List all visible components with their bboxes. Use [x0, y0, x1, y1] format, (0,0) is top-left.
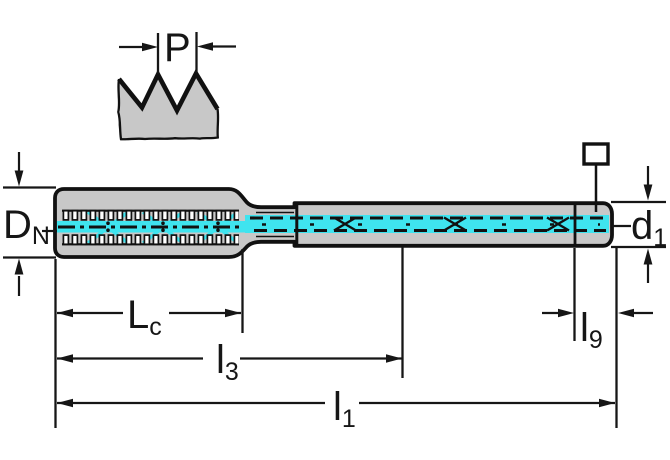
dn-bottom-arrow [14, 258, 24, 275]
thread-profile-crest-outline [117, 68, 220, 116]
l1-label: l1 [333, 385, 356, 433]
dimension-l1: l1 [57, 385, 615, 433]
lc-left-arrow [57, 308, 73, 318]
dn-top-arrow [14, 170, 24, 187]
square-drive-icon [582, 142, 610, 166]
lc-right-arrow [225, 308, 241, 318]
l3-left-arrow [57, 354, 73, 363]
d1-top-arrow [643, 184, 653, 201]
l9-left-arrow [558, 308, 574, 318]
helix-crossings-shank [333, 216, 570, 232]
dimension-pitch: P [119, 26, 236, 74]
thread-profile-break-edges [117, 78, 220, 141]
dimension-dn: DN [3, 152, 57, 296]
thread-teeth-lower-band [62, 232, 239, 246]
l3-right-arrow [386, 354, 402, 363]
thread-profile-detail: P [117, 26, 236, 141]
thread-centerline-dots [106, 221, 220, 232]
d1-label: d1 [631, 204, 667, 252]
lc-label: Lc [127, 293, 162, 341]
thread-teeth-upper-band [62, 209, 239, 223]
dn-label: DN [3, 203, 50, 250]
dimension-d1: d1 [611, 166, 667, 283]
dimension-l9: l9 [542, 306, 653, 354]
l1-right-arrow [599, 398, 615, 408]
l3-label: l3 [216, 338, 239, 386]
pitch-left-arrow [142, 42, 158, 52]
l9-right-arrow [618, 308, 634, 318]
pitch-right-arrow [197, 42, 213, 51]
d1-bottom-arrow [643, 248, 653, 265]
square-drive-symbol [582, 142, 610, 212]
dimension-l3: l3 [57, 338, 402, 386]
pitch-label: P [164, 26, 191, 70]
tap-body [53, 187, 614, 259]
dimension-lc: Lc [57, 293, 241, 341]
thread-profile-fill [117, 73, 219, 140]
extension-lines [54, 247, 618, 428]
l1-left-arrow [57, 398, 73, 408]
centerline-dashes [58, 216, 606, 233]
l9-label: l9 [580, 306, 603, 354]
thread-teeth [62, 209, 239, 246]
